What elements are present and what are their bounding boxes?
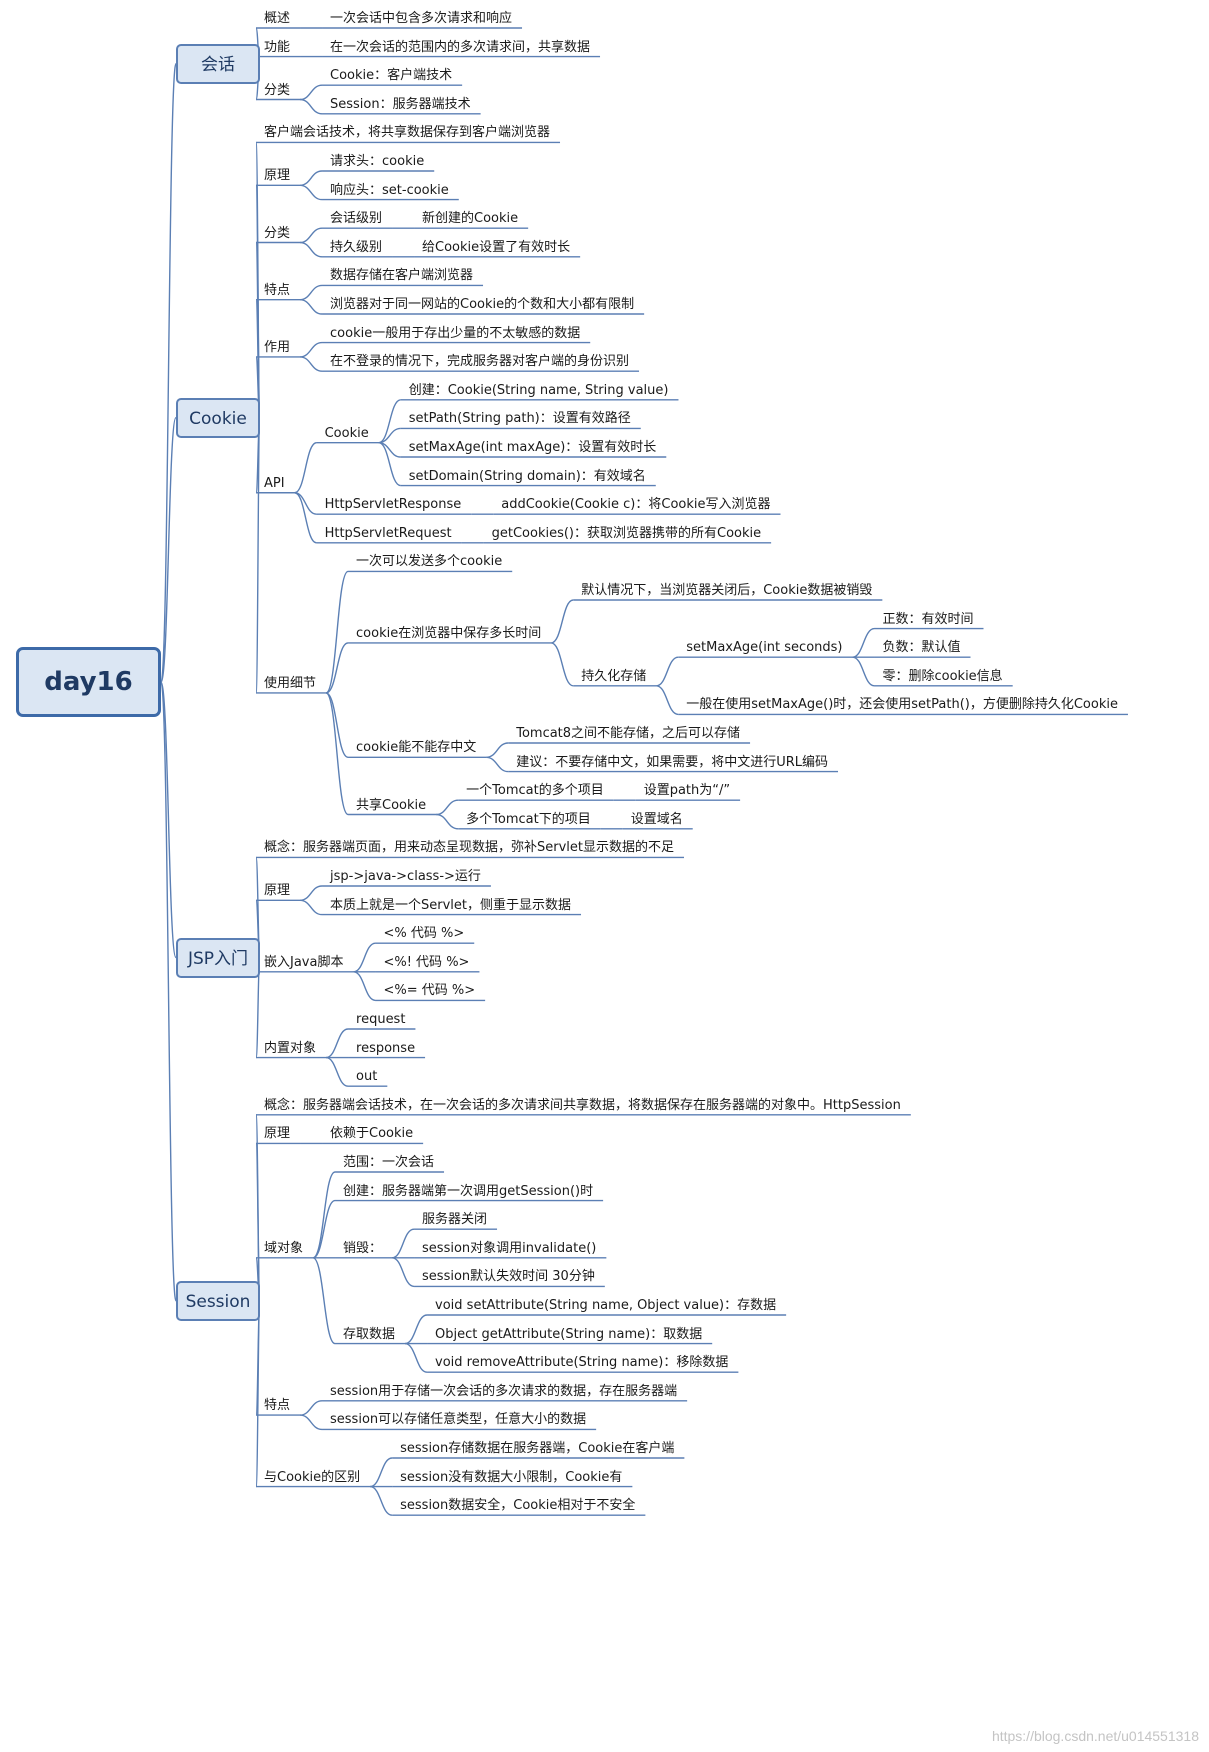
node-topics-2-c2[interactable]: 嵌入Java脚本: [264, 954, 344, 970]
node-topics-3-c4[interactable]: 与Cookie的区别: [264, 1469, 361, 1485]
node-topics-1-c6-c3-c1-c0[interactable]: 设置域名: [630, 811, 683, 827]
topic-2[interactable]: JSP入门: [176, 937, 260, 978]
node-topics-0-c2-c0[interactable]: Cookie：客户端技术: [330, 68, 453, 84]
node-topics-1-c6-c1-c1-c0-c0[interactable]: 正数：有效时间: [882, 611, 974, 627]
node-topics-2-c0[interactable]: 概念：服务器端页面，用来动态呈现数据，弥补Servlet显示数据的不足: [264, 840, 674, 856]
node-topics-1-c6[interactable]: 使用细节: [264, 675, 317, 691]
node-topics-2-c1-c1[interactable]: 本质上就是一个Servlet，侧重于显示数据: [330, 897, 572, 913]
node-topics-3-c1-c0[interactable]: 依赖于Cookie: [330, 1126, 414, 1142]
node-topics-1-c2-c1[interactable]: 持久级别: [330, 239, 383, 255]
node-topics-1-c5-c0[interactable]: Cookie: [324, 425, 369, 441]
node-topics-2-c3[interactable]: 内置对象: [264, 1040, 317, 1056]
node-topics-2-c1-c0[interactable]: jsp->java->class->运行: [330, 869, 481, 884]
node-topics-1-c3-c0[interactable]: 数据存储在客户端浏览器: [330, 268, 474, 284]
node-topics-1-c6-c0[interactable]: 一次可以发送多个cookie: [356, 554, 503, 570]
node-topics-3-c2-c2-c0[interactable]: 服务器关闭: [422, 1212, 488, 1228]
node-topics-1-c6-c1-c0[interactable]: 默认情况下，当浏览器关闭后，Cookie数据被销毁: [581, 583, 873, 598]
node-topics-2-c3-c0[interactable]: request: [356, 1012, 406, 1027]
node-topics-3-c2-c3-c2[interactable]: void removeAttribute(String name)：移除数据: [435, 1355, 729, 1371]
node-topics-1-c6-c2-c1[interactable]: 建议：不要存储中文，如果需要，将中文进行URL编码: [516, 754, 829, 770]
node-topics-1-c4-c0[interactable]: cookie一般用于存出少量的不太敏感的数据: [330, 325, 581, 341]
watermark: https://blog.csdn.net/u014551318: [991, 1728, 1199, 1744]
node-topics-3-c2[interactable]: 域对象: [264, 1240, 304, 1256]
node-topics-1-c4-c1[interactable]: 在不登录的情况下，完成服务器对客户端的身份识别: [330, 354, 630, 370]
root-node[interactable]: day16: [16, 647, 161, 718]
node-topics-2-c3-c2[interactable]: out: [356, 1069, 378, 1085]
node-topics-3-c1[interactable]: 原理: [264, 1126, 291, 1142]
node-topics-1-c5-c0-c0[interactable]: 创建：Cookie(String name, String value): [408, 382, 669, 398]
node-topics-0-c1-c0[interactable]: 在一次会话的范围内的多次请求间，共享数据: [330, 39, 591, 55]
node-topics-3-c2-c2-c2[interactable]: session默认失效时间 30分钟: [422, 1269, 595, 1285]
node-topics-1-c3[interactable]: 特点: [264, 282, 291, 298]
node-topics-3-c4-c1[interactable]: session没有数据大小限制，Cookie有: [400, 1469, 623, 1485]
node-topics-0-c2-c1[interactable]: Session：服务器端技术: [330, 96, 471, 112]
node-topics-1-c6-c1-c1-c0-c1[interactable]: 负数：默认值: [882, 640, 961, 656]
node-topics-3-c2-c2-c1[interactable]: session对象调用invalidate(): [422, 1240, 597, 1256]
node-topics-3-c2-c3-c0[interactable]: void setAttribute(String name, Object va…: [435, 1298, 777, 1313]
node-topics-1-c1-c0[interactable]: 请求头：cookie: [330, 154, 425, 169]
node-topics-2-c2-c0[interactable]: <% 代码 %>: [383, 926, 465, 942]
node-topics-3-c3[interactable]: 特点: [264, 1398, 291, 1414]
node-topics-1-c0[interactable]: 客户端会话技术，将共享数据保存到客户端浏览器: [264, 125, 551, 141]
node-topics-1-c6-c2[interactable]: cookie能不能存中文: [356, 740, 477, 756]
node-topics-3-c4-c0[interactable]: session存储数据在服务器端，Cookie在客户端: [400, 1441, 675, 1456]
node-topics-1-c2-c1-c0[interactable]: 给Cookie设置了有效时长: [422, 239, 571, 255]
node-topics-1-c6-c3-c0-c0[interactable]: 设置path为“/”: [643, 783, 731, 799]
topic-0[interactable]: 会话: [176, 43, 260, 84]
node-topics-0-c2[interactable]: 分类: [264, 82, 291, 98]
node-topics-2-c2-c1[interactable]: <%! 代码 %>: [383, 954, 470, 970]
node-topics-1-c2-c0-c0[interactable]: 新创建的Cookie: [422, 211, 519, 227]
node-topics-1-c3-c1[interactable]: 浏览器对于同一网站的Cookie的个数和大小都有限制: [330, 297, 635, 312]
topic-3[interactable]: Session: [176, 1280, 260, 1321]
node-topics-3-c2-c3[interactable]: 存取数据: [343, 1326, 396, 1342]
node-topics-2-c3-c1[interactable]: response: [356, 1040, 416, 1056]
topic-1[interactable]: Cookie: [176, 397, 260, 438]
node-topics-1-c5-c0-c3[interactable]: setDomain(String domain)：有效域名: [408, 468, 646, 484]
node-topics-0-c1[interactable]: 功能: [264, 39, 291, 55]
node-topics-1-c1-c1[interactable]: 响应头：set-cookie: [330, 182, 449, 198]
node-topics-1-c6-c1-c1[interactable]: 持久化存储: [581, 668, 647, 684]
node-topics-1-c1[interactable]: 原理: [264, 168, 291, 184]
node-topics-3-c0[interactable]: 概念：服务器端会话技术，在一次会话的多次请求间共享数据，将数据保存在服务器端的对…: [264, 1097, 901, 1113]
node-topics-1-c6-c3-c1[interactable]: 多个Tomcat下的项目: [466, 811, 591, 827]
node-topics-3-c2-c3-c1[interactable]: Object getAttribute(String name)：取数据: [435, 1326, 703, 1342]
node-topics-1-c6-c1[interactable]: cookie在浏览器中保存多长时间: [356, 625, 542, 641]
node-topics-3-c2-c2[interactable]: 销毁：: [343, 1240, 383, 1256]
node-topics-1-c6-c3[interactable]: 共享Cookie: [356, 797, 427, 813]
node-topics-0-c0[interactable]: 概述: [264, 11, 291, 26]
node-topics-1-c5[interactable]: API: [264, 475, 285, 491]
node-topics-1-c2-c0[interactable]: 会话级别: [330, 211, 383, 227]
node-topics-1-c6-c2-c0[interactable]: Tomcat8之间不能存储，之后可以存储: [516, 726, 741, 741]
node-topics-1-c5-c1[interactable]: HttpServletResponse: [324, 497, 462, 513]
node-topics-3-c3-c0[interactable]: session用于存储一次会话的多次请求的数据，存在服务器端: [330, 1383, 678, 1399]
node-topics-2-c1[interactable]: 原理: [264, 883, 291, 899]
node-topics-1-c6-c3-c0[interactable]: 一个Tomcat的多个项目: [466, 783, 604, 799]
node-topics-1-c4[interactable]: 作用: [264, 339, 291, 355]
node-topics-1-c2[interactable]: 分类: [264, 225, 291, 241]
node-topics-0-c0-c0[interactable]: 一次会话中包含多次请求和响应: [330, 11, 513, 26]
node-topics-3-c3-c1[interactable]: session可以存储任意类型，任意大小的数据: [330, 1412, 587, 1428]
node-topics-1-c6-c1-c1-c0[interactable]: setMaxAge(int seconds): [686, 640, 843, 656]
node-topics-1-c6-c1-c1-c0-c2[interactable]: 零：删除cookie信息: [882, 668, 1003, 684]
node-topics-1-c6-c1-c1-c1[interactable]: 一般在使用setMaxAge()时，还会使用setPath()，方便删除持久化C…: [686, 697, 1118, 713]
node-topics-1-c5-c1-c0[interactable]: addCookie(Cookie c)：将Cookie写入浏览器: [501, 497, 771, 513]
node-topics-1-c5-c2-c0[interactable]: getCookies()：获取浏览器携带的所有Cookie: [491, 525, 762, 541]
node-topics-3-c4-c2[interactable]: session数据安全，Cookie相对于不安全: [400, 1498, 636, 1514]
node-topics-1-c5-c2[interactable]: HttpServletRequest: [324, 525, 452, 541]
node-topics-3-c2-c1[interactable]: 创建：服务器端第一次调用getSession()时: [343, 1183, 594, 1199]
node-topics-1-c5-c0-c1[interactable]: setPath(String path)：设置有效路径: [408, 411, 631, 427]
node-topics-1-c5-c0-c2[interactable]: setMaxAge(int maxAge)：设置有效时长: [408, 440, 657, 455]
node-topics-3-c2-c0[interactable]: 范围：一次会话: [343, 1155, 435, 1170]
node-topics-2-c2-c2[interactable]: <%= 代码 %>: [383, 983, 476, 999]
